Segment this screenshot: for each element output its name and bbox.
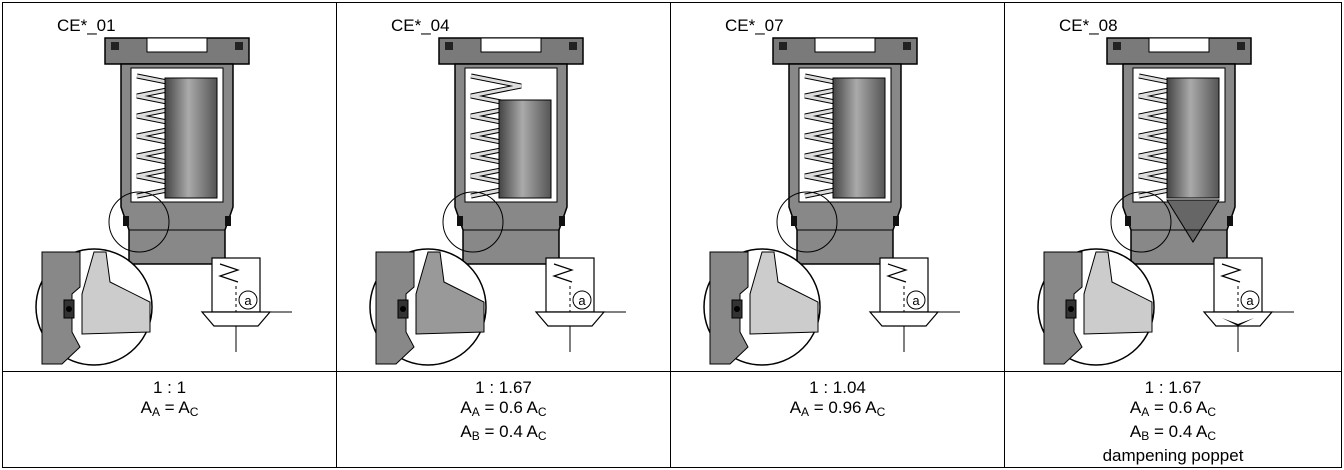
area-equation: AB = 0.4 AC (1129, 422, 1217, 443)
seat-detail-magnified (35, 248, 153, 366)
valve-symbol: a (534, 257, 626, 352)
ratio-text: 1 : 1.04 (809, 378, 866, 397)
ratio-text: 1 : 1.67 (1144, 378, 1202, 397)
symbol-letter: a (244, 293, 252, 308)
ratio-text: 1 : 1.67 (475, 378, 532, 397)
symbol-letter: a (1246, 293, 1254, 308)
code-label-2: CE*_04 (391, 16, 450, 35)
cartridge-drawing-1: a (35, 37, 292, 366)
symbol-letter: a (912, 293, 920, 308)
cartridge-drawing-2: a (369, 37, 626, 366)
seat-detail-magnified (1037, 248, 1155, 366)
valve-symbol: a (1202, 257, 1294, 352)
code-label-3: CE*_07 (725, 16, 784, 35)
seat-detail-magnified (703, 248, 821, 366)
area-equation: AA = 0.6 AC (1129, 398, 1217, 419)
area-equation: AA = AC (140, 398, 199, 419)
cartridge-drawing-4: a (1037, 37, 1294, 366)
area-equation: AB = 0.4 AC (460, 422, 547, 443)
code-label-1: CE*_01 (57, 16, 116, 35)
cell-bottom-4 (1004, 371, 1342, 468)
valve-symbol: a (868, 257, 960, 352)
valve-symbol: a (200, 257, 292, 352)
symbol-letter: a (578, 293, 586, 308)
area-equation: AA = 0.96 AC (789, 398, 886, 419)
note-text: dampening poppet (1102, 446, 1244, 465)
area-equation: AA = 0.6 AC (460, 398, 547, 419)
cartridge-drawing-3: a (703, 37, 960, 366)
code-label-4: CE*_08 (1059, 16, 1118, 35)
seat-detail-magnified (369, 248, 487, 366)
ratio-text: 1 : 1 (152, 378, 187, 397)
